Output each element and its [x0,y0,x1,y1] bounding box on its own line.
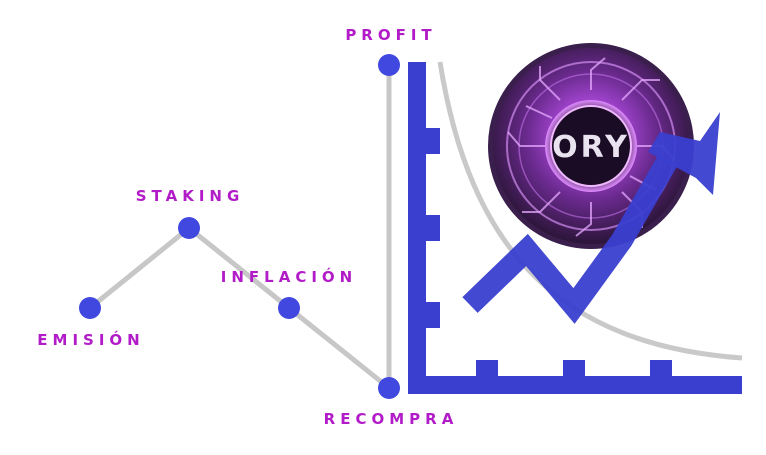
x-tick-3 [650,360,672,378]
label-recompra: RECOMPRA [324,410,459,428]
y-tick-2 [426,215,440,241]
label-inflacion: INFLACIÓN [221,267,357,286]
node-emision [79,297,101,319]
x-axis [408,376,742,394]
chart-axes [408,62,742,394]
x-tick-2 [563,360,585,378]
label-staking: STAKING [136,187,245,205]
node-profit [378,54,400,76]
x-tick-1 [476,360,498,378]
label-profit: PROFIT [345,26,436,44]
node-recompra [378,377,400,399]
connector-lines [87,62,392,391]
node-inflacion [278,297,300,319]
coin-text: ORY [552,130,630,165]
y-tick-1 [426,128,440,154]
connector-emision-staking [87,225,192,311]
nodes [79,54,400,399]
connector-inflacion-recompra [286,305,392,391]
node-staking [178,217,200,239]
y-axis [408,62,426,392]
y-tick-3 [426,302,440,328]
label-emision: EMISIÓN [37,330,144,349]
connector-staking-inflacion [186,225,292,311]
trend-arrow-icon [462,112,720,324]
labels: PROFIT STAKING INFLACIÓN EMISIÓN RECOMPR… [37,26,459,428]
